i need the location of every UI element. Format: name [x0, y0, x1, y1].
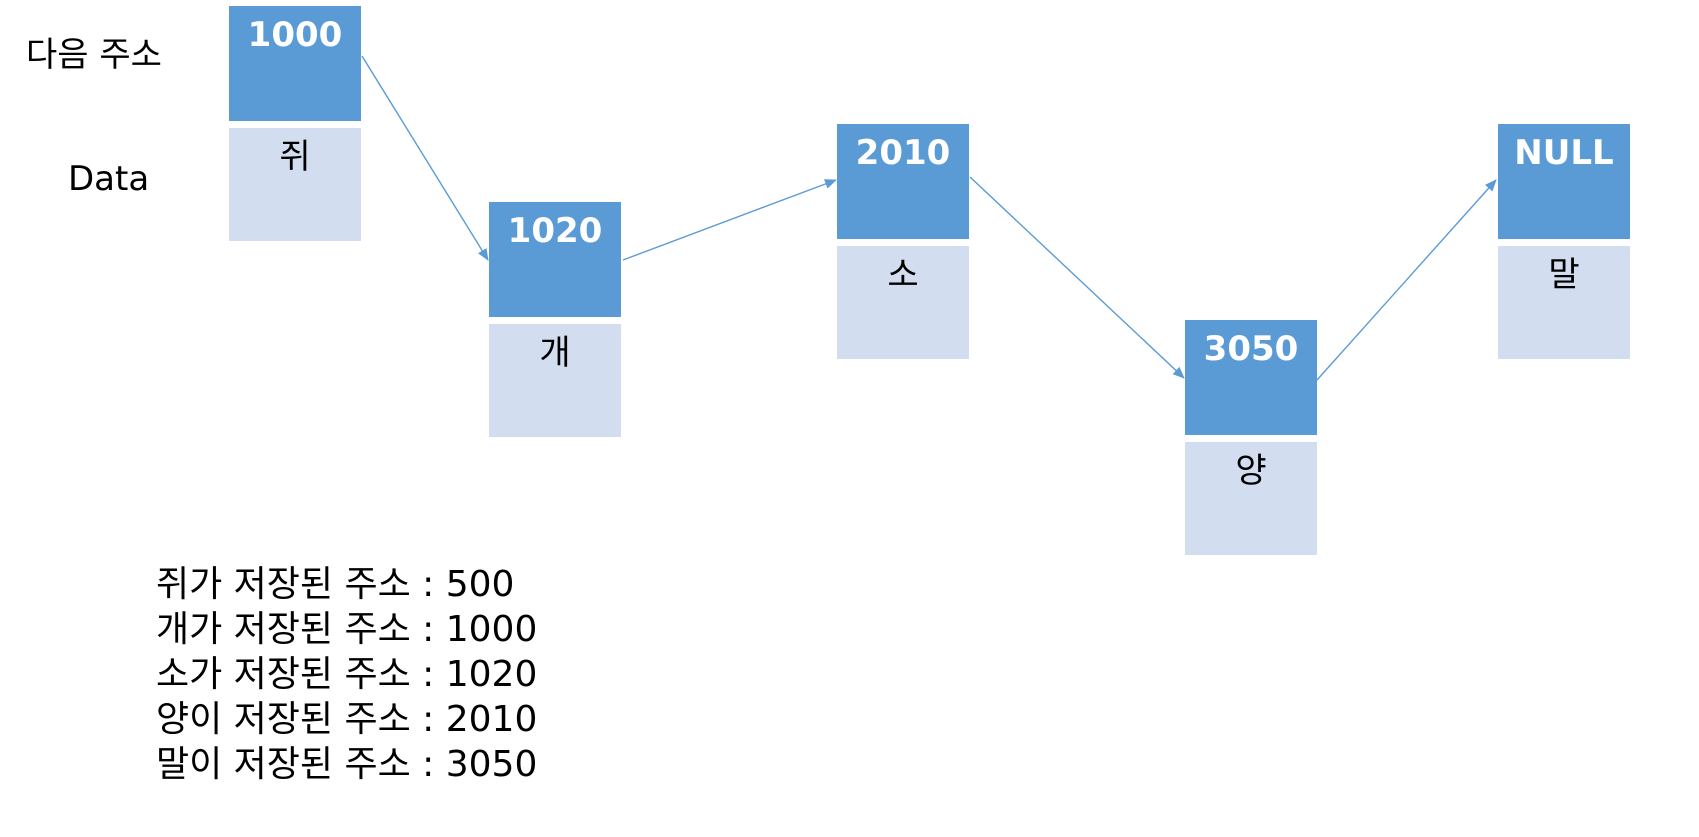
list-node-2: 1020 개	[489, 202, 621, 437]
data-row-label: Data	[68, 159, 150, 199]
note-line: 소가 저장된 주소 : 1020	[156, 654, 538, 695]
next-address-cell: 3050	[1185, 320, 1317, 435]
data-cell: 양	[1185, 442, 1317, 555]
storage-address-notes: 쥐가 저장된 주소 : 500 개가 저장된 주소 : 1000 소가 저장된 …	[156, 562, 537, 787]
next-address-cell: 2010	[837, 124, 969, 239]
data-cell: 말	[1498, 246, 1630, 359]
arrow-node1-to-node2	[361, 55, 489, 261]
next-address-cell: 1020	[489, 202, 621, 317]
note-line: 개가 저장된 주소 : 1000	[156, 609, 538, 650]
data-cell: 개	[489, 324, 621, 437]
list-node-4: 3050 양	[1185, 320, 1317, 555]
arrow-node3-to-node4	[969, 176, 1185, 379]
data-cell: 쥐	[229, 128, 361, 241]
next-address-cell: NULL	[1498, 124, 1630, 239]
arrow-node4-to-node5	[1316, 179, 1497, 381]
note-line: 쥐가 저장된 주소 : 500	[156, 564, 515, 605]
data-cell: 소	[837, 246, 969, 359]
list-node-3: 2010 소	[837, 124, 969, 359]
list-node-1: 1000 쥐	[229, 6, 361, 241]
list-node-5: NULL 말	[1498, 124, 1630, 359]
note-line: 말이 저장된 주소 : 3050	[156, 744, 538, 785]
arrow-node2-to-node3	[622, 179, 837, 261]
note-line: 양이 저장된 주소 : 2010	[156, 699, 538, 740]
next-address-cell: 1000	[229, 6, 361, 121]
next-address-row-label: 다음 주소	[26, 35, 162, 75]
